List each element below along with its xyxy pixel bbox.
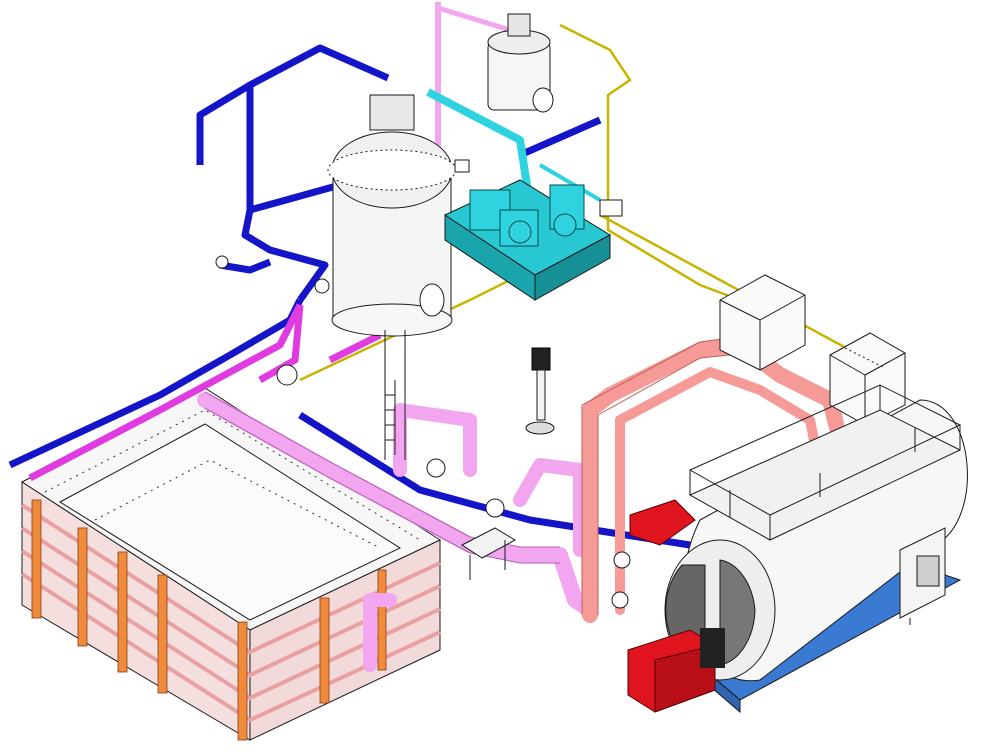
cyan-small xyxy=(538,163,602,202)
pink-suction-pipe xyxy=(197,392,598,672)
burner-fan xyxy=(700,628,725,668)
water-tank xyxy=(20,387,442,741)
magenta-drop xyxy=(258,304,304,384)
tank-stiffeners xyxy=(31,499,387,741)
boiler-railing xyxy=(689,384,962,540)
condensate-port xyxy=(532,87,554,113)
ibc-containers xyxy=(719,274,906,426)
blue-top-loop xyxy=(246,44,390,210)
deaerator-bottom xyxy=(331,303,453,337)
boiler-door-right xyxy=(719,559,756,666)
tank-side-wall xyxy=(249,539,441,741)
magenta-short xyxy=(328,331,382,364)
magenta-main xyxy=(28,303,304,482)
blue-branch xyxy=(249,170,344,214)
deaerator-dome xyxy=(369,94,415,131)
blue-left-drop xyxy=(196,81,252,165)
skid-pumps xyxy=(469,184,585,247)
deaerator-vessel xyxy=(327,94,457,460)
pink-pipe-edges xyxy=(204,391,560,564)
fittings xyxy=(215,159,631,609)
cyan-pipe-network xyxy=(426,88,602,206)
condensate-vessel xyxy=(487,13,554,113)
pump-column xyxy=(536,369,546,421)
condensate-dome xyxy=(507,13,531,37)
burner-gas-train xyxy=(629,499,696,546)
magenta-pipe-network xyxy=(28,2,511,482)
pink-top-feed xyxy=(437,5,511,33)
control-panel xyxy=(899,527,946,625)
deaerator-flange xyxy=(327,149,457,191)
blue-riser xyxy=(241,209,329,303)
access-ladder xyxy=(384,380,396,455)
blue-lower-line xyxy=(298,412,691,549)
dosing-unit xyxy=(461,527,517,580)
burner xyxy=(627,499,725,713)
blue-upper-right xyxy=(518,116,602,159)
skid-side xyxy=(534,234,611,301)
deaerator-manway xyxy=(419,283,445,317)
pump-skid xyxy=(443,179,612,301)
tank-inner-floor xyxy=(59,423,402,621)
pump-base xyxy=(525,421,555,435)
pump-motor xyxy=(531,347,551,371)
blue-valve-run xyxy=(219,258,272,274)
vertical-pump xyxy=(525,347,555,435)
cyan-feed xyxy=(426,88,534,206)
